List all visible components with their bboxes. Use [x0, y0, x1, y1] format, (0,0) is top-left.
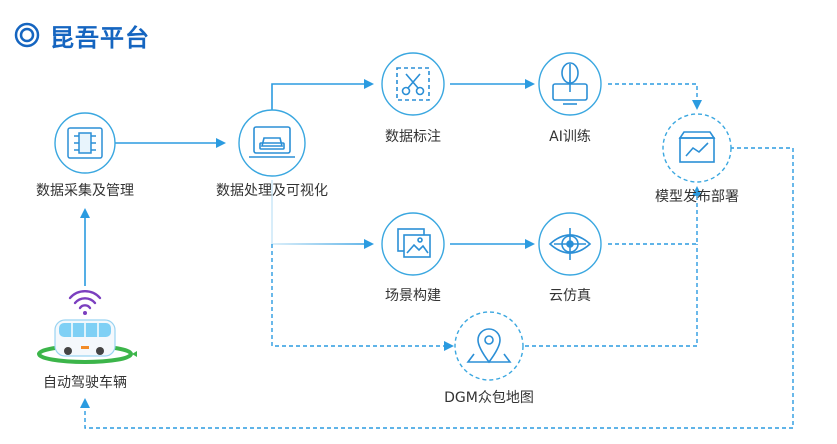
arrow-training-to-deploy	[608, 83, 702, 110]
label-data-collection: 数据采集及管理	[36, 183, 134, 199]
label-cloud-sim: 云仿真	[549, 288, 591, 304]
label-ai-training: AI训练	[549, 129, 591, 145]
car-monitor-icon	[249, 126, 295, 158]
node-data-processing	[238, 109, 306, 177]
node-ai-training	[538, 52, 602, 116]
arrow-sim-to-deploy	[608, 186, 702, 245]
label-data-labeling: 数据标注	[385, 129, 441, 145]
node-data-labeling	[381, 52, 445, 116]
node-dgm-map	[454, 311, 524, 381]
arrow-processing-to-labeling	[271, 79, 374, 110]
label-model-deploy: 模型发布部署	[655, 189, 739, 205]
node-data-collection	[54, 112, 116, 174]
map-pin-icon	[466, 328, 512, 364]
autonomous-car-icon	[37, 290, 137, 364]
image-stack-icon	[397, 228, 431, 258]
dashed-connectors	[80, 83, 794, 429]
brain-monitor-icon	[552, 62, 588, 105]
label-autonomous-car: 自动驾驶车辆	[43, 375, 127, 391]
arrow-dgm-to-deploy	[525, 244, 698, 347]
target-circle-icon	[14, 22, 40, 48]
page-title: 昆吾平台	[14, 18, 150, 52]
label-data-processing: 数据处理及可视化	[216, 183, 328, 199]
label-scene-build: 场景构建	[385, 288, 441, 304]
node-model-deploy	[662, 113, 732, 183]
label-dgm-map: DGM众包地图	[444, 390, 534, 406]
chart-box-icon	[678, 131, 716, 163]
eye-target-icon	[548, 228, 592, 260]
arrow-deploy-to-car	[80, 147, 794, 429]
scissors-icon	[396, 67, 430, 101]
arrow-processing-to-dgm	[271, 244, 454, 351]
node-cloud-sim	[538, 212, 602, 276]
server-rack-icon	[67, 127, 103, 159]
page-title-text: 昆吾平台	[50, 23, 150, 52]
node-scene-build	[381, 212, 445, 276]
